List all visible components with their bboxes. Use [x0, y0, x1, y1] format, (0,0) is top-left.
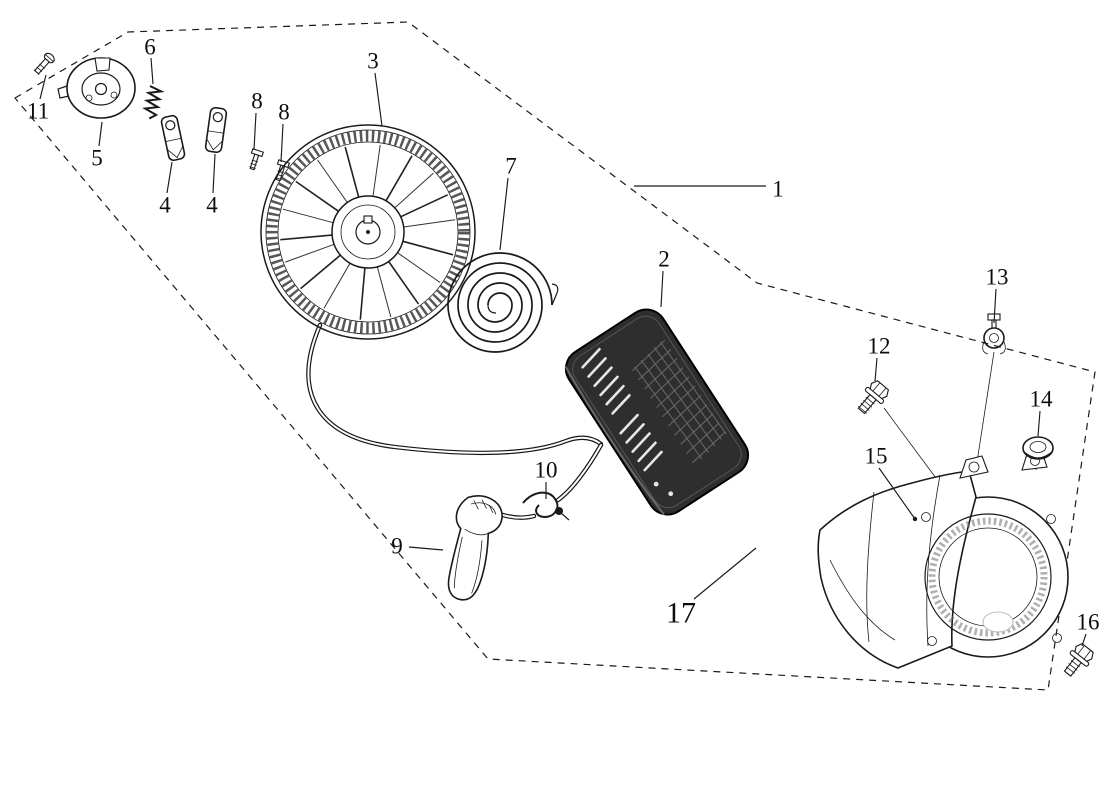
- rope-tail: [555, 442, 604, 503]
- part-label-15: 15: [865, 444, 888, 469]
- part-2-starter-case: [564, 308, 750, 516]
- part-label-11: 11: [27, 99, 49, 124]
- leader-line-part-17: [693, 547, 757, 600]
- leader-line-part-11: [39, 74, 47, 100]
- leader-dot-part-15: [912, 516, 918, 522]
- part-label-17: 17: [666, 597, 696, 630]
- part-label-12: 12: [868, 334, 891, 359]
- leader-line-part-14: [1037, 410, 1041, 437]
- leader-line-part-15: [878, 467, 916, 520]
- part-label-13: 13: [986, 265, 1009, 290]
- part-label-4b: 4: [206, 193, 218, 218]
- part-6-friction-spring: [142, 85, 165, 120]
- part-14-cap-grommet: [1022, 436, 1054, 460]
- part-16-flange-bolt: [1063, 643, 1094, 677]
- leader-line-part-12: [874, 357, 878, 382]
- rope-tail-core: [557, 444, 602, 501]
- part-7-spiral-spring: [447, 252, 559, 353]
- leader-line-part-4a: [166, 161, 173, 194]
- part-label-10: 10: [535, 458, 558, 483]
- case-mesh-grille: [632, 339, 727, 464]
- part-8-screw-left: [249, 148, 265, 171]
- leader-line-part-4b: [212, 153, 216, 194]
- part-label-8b: 8: [278, 100, 290, 125]
- leader-line-part-6: [150, 57, 154, 85]
- starter-rope-core: [307, 324, 602, 454]
- leader-line-part-2: [660, 270, 664, 308]
- part-label-1: 1: [772, 177, 784, 202]
- starter-rope: [306, 322, 604, 456]
- part-label-5: 5: [91, 146, 103, 171]
- part-10-rope-knot: [522, 491, 570, 521]
- part-9-starter-grip: [447, 495, 503, 601]
- leader-line-part-13: [993, 288, 997, 324]
- part-label-7: 7: [505, 154, 517, 179]
- leader-line-part-8b: [280, 123, 284, 163]
- part-4-pawl-right: [204, 106, 228, 154]
- part-12-flange-bolt: [857, 380, 889, 415]
- leader-line-part-3: [374, 72, 383, 127]
- part-label-6: 6: [144, 35, 156, 60]
- leader-line-part-7: [499, 177, 509, 251]
- part-label-9: 9: [391, 534, 403, 559]
- part-label-8a: 8: [251, 89, 263, 114]
- part-11-screw: [33, 52, 55, 75]
- leader-line-part-16: [1081, 633, 1087, 647]
- part-label-16: 16: [1077, 610, 1100, 635]
- part-5-ratchet-pulley: [57, 57, 136, 119]
- part-15-fan-cover: [817, 451, 1069, 669]
- part-label-4a: 4: [159, 193, 171, 218]
- part-label-14: 14: [1030, 387, 1054, 412]
- part-label-2: 2: [658, 247, 670, 272]
- case-vent-slots: [581, 347, 663, 472]
- leader-line-part-5: [98, 121, 103, 147]
- leader-line-part-9: [408, 546, 444, 551]
- clip-13-axis-line: [976, 351, 995, 463]
- part-4-pawl-left: [160, 114, 186, 162]
- leader-line-part-8a: [253, 112, 257, 151]
- part-label-3: 3: [367, 49, 379, 74]
- part-3-rope-reel: [260, 124, 476, 340]
